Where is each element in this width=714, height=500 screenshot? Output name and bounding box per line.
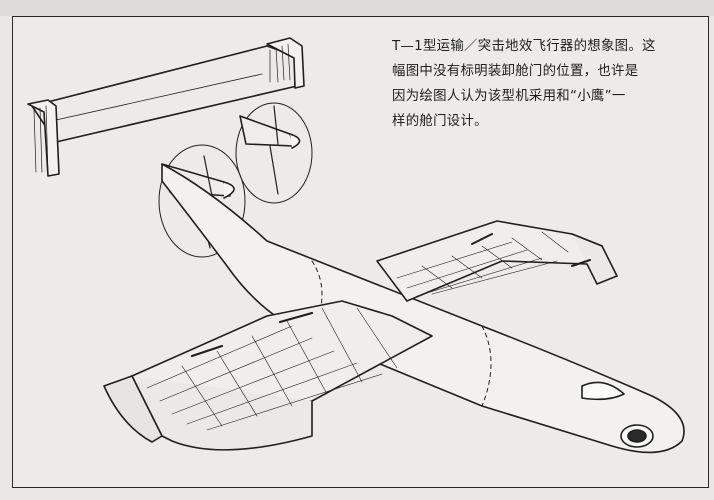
wing-right — [376, 220, 603, 302]
tail-fin-left — [27, 99, 60, 177]
caption-line: 因为绘图人认为该型机采用和“小鹰”一 — [392, 89, 626, 104]
engine-right — [239, 115, 295, 147]
caption-line: 幅图中没有标明装卸舱门的位置，也许是 — [392, 64, 639, 79]
fuselage — [161, 163, 685, 454]
tail-fin-right — [266, 37, 305, 89]
aircraft-illustration — [27, 37, 685, 454]
caption-line: 样的舱门设计。 — [392, 114, 488, 129]
caption-line: T—1型运输／突击地效飞行器的想象图。这 — [392, 39, 656, 54]
wingtip-float — [103, 375, 163, 443]
top-bleed-strip — [0, 0, 714, 16]
cockpit-window — [581, 381, 625, 401]
figure-caption: T—1型运输／突击地效飞行器的想象图。这 幅图中没有标明装卸舱门的位置，也许是 … — [392, 34, 672, 134]
propeller-disk-left — [158, 144, 246, 258]
propeller-disk-right — [235, 102, 313, 204]
